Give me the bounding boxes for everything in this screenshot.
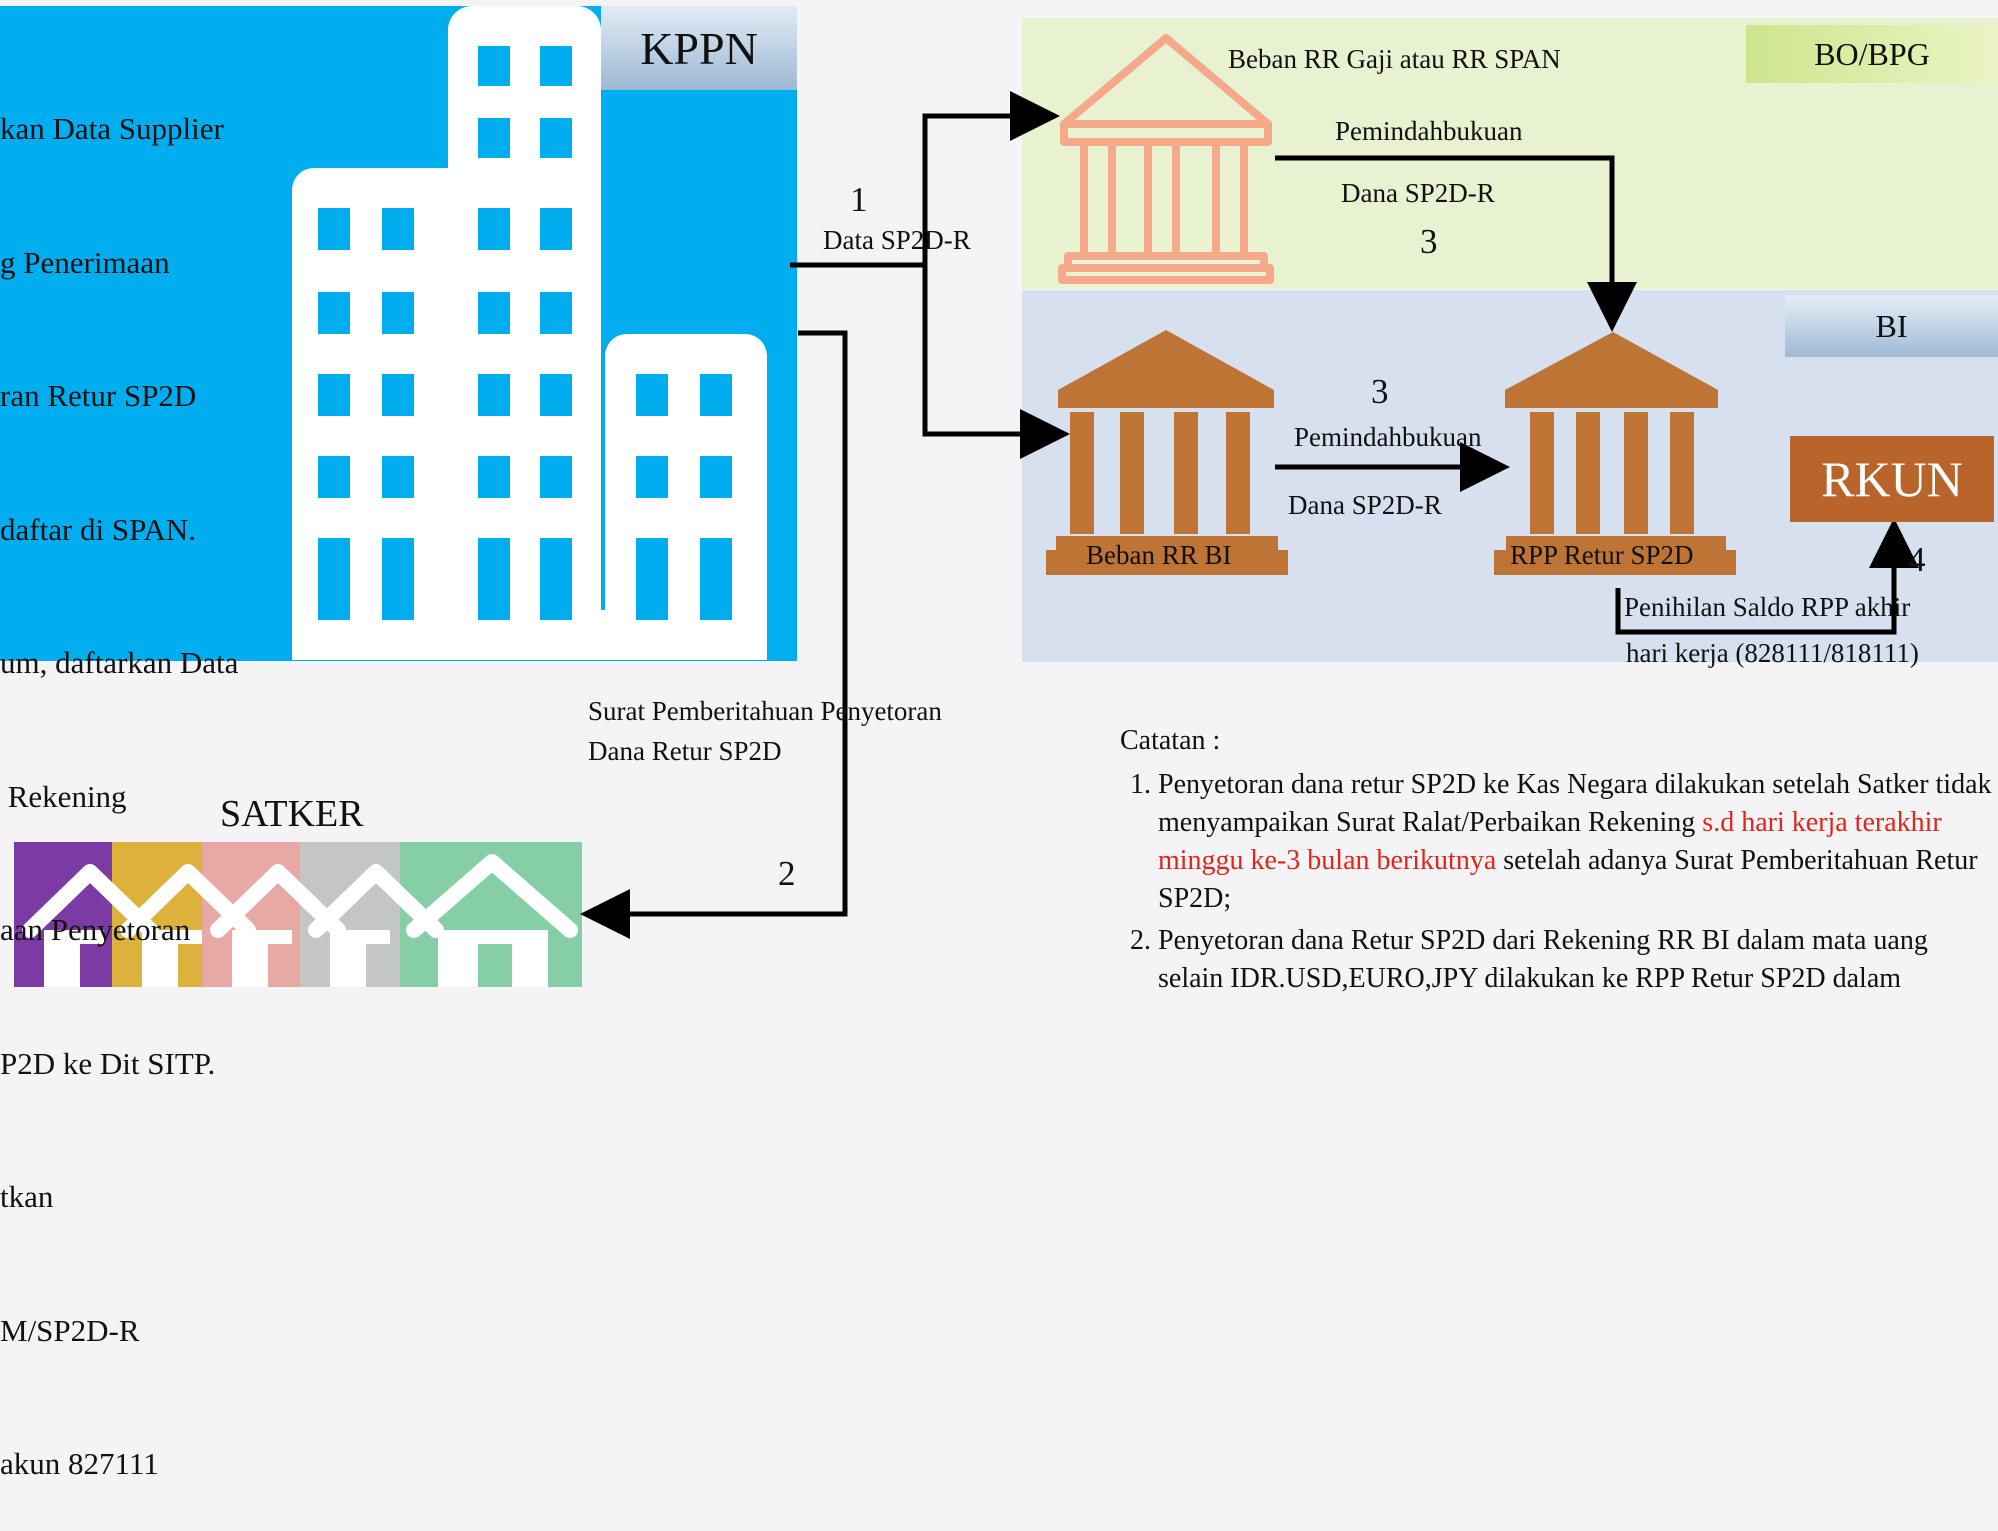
flow2-label-line-1: Surat Pemberitahuan Penyetoran bbox=[588, 696, 942, 726]
notes-section: Catatan : Penyetoran dana retur SP2D ke … bbox=[1120, 722, 1998, 1002]
kppn-line: Rekening bbox=[0, 778, 127, 814]
flow2-arrow-to-satker bbox=[580, 330, 848, 939]
flow1-arrow-to-bi bbox=[922, 265, 1070, 459]
kppn-description: kan Data Supplier g Penerimaan ran Retur… bbox=[0, 18, 300, 1531]
note-item-1-highlight: s.d hari kerja terakhir minggu ke-3 bula… bbox=[1158, 807, 1942, 876]
note-item-1-text: Penyetoran dana retur SP2D ke Kas Negara… bbox=[1158, 769, 1992, 838]
bo-bank-label: Beban RR Gaji atau RR SPAN bbox=[1228, 44, 1561, 74]
bi-left-bank-icon bbox=[1046, 330, 1288, 575]
bo-step-number: 3 bbox=[1420, 222, 1438, 261]
note-item-2-text: Penyetoran dana Retur SP2D dari Rekening… bbox=[1158, 925, 1928, 994]
flow1-step-number: 1 bbox=[850, 180, 868, 219]
rkun-box: RKUN bbox=[1790, 436, 1994, 522]
kppn-line: M/SP2D-R bbox=[0, 1312, 140, 1348]
rkun-note-line-2: hari kerja (828111/818111) bbox=[1626, 638, 1919, 668]
satker-houses-icon bbox=[14, 842, 582, 987]
bi-left-bank-label: Beban RR BI bbox=[1086, 540, 1232, 570]
bi-right-bank-icon bbox=[1494, 332, 1736, 575]
bi-right-bank-label: RPP Retur SP2D bbox=[1510, 540, 1694, 570]
bi-title: BI bbox=[1785, 295, 1998, 357]
satker-title: SATKER bbox=[220, 793, 364, 835]
kppn-title: KPPN bbox=[601, 6, 797, 90]
notes-heading: Catatan : bbox=[1120, 725, 1221, 756]
flow2-step-number: 2 bbox=[778, 854, 796, 893]
bo-bpg-title: BO/BPG bbox=[1746, 25, 1998, 83]
kppn-line: aan Penyetoran bbox=[0, 912, 191, 947]
flow4-rkun-arrow bbox=[1615, 518, 1919, 635]
bo-transfer-label-2: Dana SP2D-R bbox=[1341, 178, 1495, 208]
kppn-line: tkan bbox=[0, 1179, 54, 1214]
flow2-label-line-2: Dana Retur SP2D bbox=[588, 736, 782, 766]
bo-transfer-label-1: Pemindahbukuan bbox=[1335, 116, 1523, 146]
note-item-1: Penyetoran dana retur SP2D ke Kas Negara… bbox=[1158, 766, 1998, 918]
bi-transfer-label-2: Dana SP2D-R bbox=[1288, 490, 1442, 520]
flow-diagram bbox=[14, 6, 1919, 987]
rkun-note-line-1: Penihilan Saldo RPP akhir bbox=[1624, 592, 1911, 622]
bo-bank-icon bbox=[1058, 34, 1274, 284]
kppn-line: daftar di SPAN. bbox=[0, 511, 197, 547]
kppn-line: akun 827111 bbox=[0, 1446, 159, 1481]
bi-step-number: 3 bbox=[1371, 372, 1389, 411]
kppn-line: um, daftarkan Data bbox=[0, 645, 239, 680]
note-item-1-text-end: setelah adanya Surat Pemberitahuan Retur… bbox=[1158, 845, 1978, 914]
kppn-building-icon bbox=[292, 6, 767, 660]
kppn-line: P2D ke Dit SITP. bbox=[0, 1045, 216, 1081]
kppn-line: ran Retur SP2D bbox=[0, 378, 197, 413]
flow3-bo-arrow bbox=[1275, 155, 1637, 332]
kppn-line: g Penerimaan bbox=[0, 244, 170, 280]
notes-list: Penyetoran dana retur SP2D ke Kas Negara… bbox=[1120, 766, 1998, 998]
bi-transfer-label-1: Pemindahbukuan bbox=[1294, 422, 1482, 452]
flow1-arrow-to-bo bbox=[922, 91, 1060, 265]
rkun-step-number: 4 bbox=[1908, 540, 1926, 579]
kppn-line: kan Data Supplier bbox=[0, 111, 224, 146]
flow1-label: Data SP2D-R bbox=[823, 225, 971, 255]
